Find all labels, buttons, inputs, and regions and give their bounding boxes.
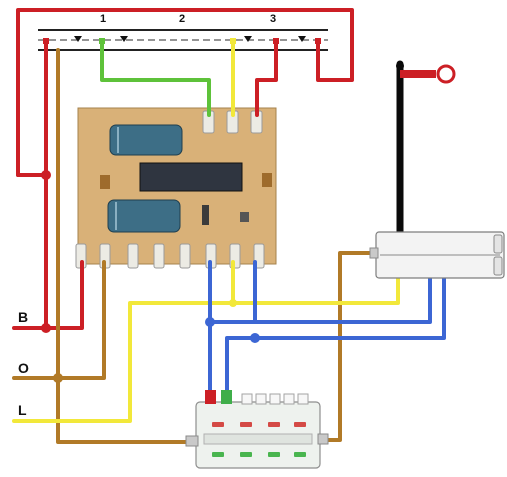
blue-wire-2 (253, 260, 432, 324)
junction-dot (250, 333, 260, 343)
relay-terminal (369, 247, 379, 259)
board-pin (127, 243, 139, 269)
resistor-icon (100, 175, 110, 189)
track-section-2-label: 2 (179, 13, 185, 25)
signal-post-icon (400, 70, 436, 78)
capacitor-icon (107, 199, 181, 233)
red-socket (268, 422, 280, 427)
green-wire-section-1 (100, 38, 211, 117)
junction-dot (41, 170, 51, 180)
junction-dot (229, 299, 237, 307)
distributor-terminal (283, 393, 295, 405)
green-plug (221, 390, 232, 404)
decoder-board (75, 107, 277, 269)
terminal-distributor (185, 390, 329, 469)
relay-module (369, 231, 505, 279)
green-socket (240, 452, 252, 457)
brown-wire-o (12, 260, 106, 380)
isolation-arrow-icon (244, 36, 252, 42)
track-section-1-label: 1 (100, 13, 106, 25)
distributor-green-sockets (212, 452, 306, 457)
isolation-arrow-icon (298, 36, 306, 42)
rail-connector (43, 38, 49, 44)
distributor-terminal (255, 393, 267, 405)
rail-connector (99, 38, 105, 44)
distributor-top-terminals (241, 393, 309, 405)
wires (12, 8, 446, 444)
rail-connector (273, 38, 279, 44)
distributor-terminal (297, 393, 309, 405)
track-section-3-label: 3 (270, 13, 276, 25)
relay-end-cap (493, 256, 503, 276)
distributor-side-connector (185, 435, 199, 447)
red-wire-loop (16, 8, 354, 177)
distributor-center-bar (203, 433, 313, 445)
red-socket (294, 422, 306, 427)
distributor-terminal (241, 393, 253, 405)
red-plug (205, 390, 216, 404)
resistor-icon (262, 173, 272, 187)
board-pin (153, 243, 165, 269)
green-socket (268, 452, 280, 457)
transistor-icon (240, 212, 249, 222)
distributor-side-connector (317, 433, 329, 445)
junctions (41, 170, 260, 383)
brown-wire-rail (56, 48, 190, 444)
yellow-wire-l (12, 276, 400, 423)
track: 1 2 3 (38, 13, 328, 51)
rail-connector (230, 38, 236, 44)
terminal-label-o: O (18, 360, 29, 376)
red-socket (212, 422, 224, 427)
signal-mast-top (396, 62, 404, 70)
junction-dot (205, 317, 215, 327)
green-socket (294, 452, 306, 457)
capacitor-icon (109, 124, 183, 156)
distributor-red-sockets (212, 422, 306, 427)
isolation-arrow-icon (74, 36, 82, 42)
rail-connectors (43, 38, 321, 44)
junction-dot (53, 373, 63, 383)
terminal-label-l: L (18, 402, 27, 418)
board-pin (179, 243, 191, 269)
diode-icon (202, 205, 209, 225)
red-wire-b-out (12, 260, 84, 330)
relay-end-cap (493, 234, 503, 254)
red-socket (240, 422, 252, 427)
signal-lamp-icon (436, 64, 456, 84)
junction-dot (41, 323, 51, 333)
red-wire-section-3 (255, 38, 278, 117)
distributor-terminal (269, 393, 281, 405)
isolation-arrow-icon (120, 36, 128, 42)
blue-wire-4 (225, 276, 446, 394)
signal-post (396, 62, 456, 84)
brown-wire-relay (318, 251, 382, 442)
terminal-label-b: B (18, 309, 28, 325)
rail-connector (315, 38, 321, 44)
side-labels: B O L (18, 309, 29, 418)
green-socket (212, 452, 224, 457)
ic-chip-icon (139, 162, 243, 192)
